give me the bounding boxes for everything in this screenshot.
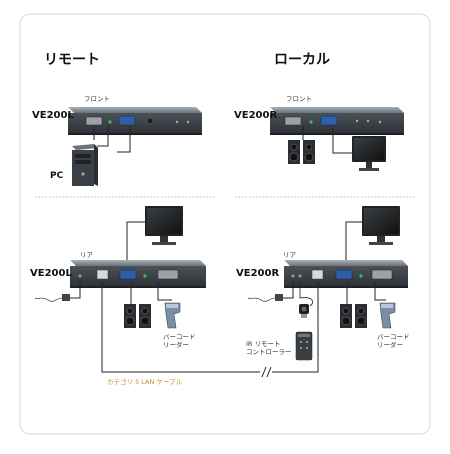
lan-cable-label: カテゴリ 5 LAN ケーブル: [107, 378, 183, 386]
monitor-icon: [362, 206, 400, 245]
cable-break-mark: [261, 366, 267, 378]
pc-label: PC: [50, 171, 64, 181]
ve200l-front-label: VE200L: [32, 110, 74, 121]
led-icon: [143, 274, 147, 278]
ve200r-rear-label: VE200R: [236, 268, 280, 279]
local-title: ローカル: [274, 52, 330, 68]
ve200l-front-unit: [68, 107, 202, 135]
barcode-reader-label: バーコード リーダー: [377, 333, 410, 349]
cable-break-mark: [266, 366, 272, 378]
rear-label: リア: [283, 251, 296, 259]
knob-icon: [146, 117, 154, 125]
vga-port-icon: [118, 115, 136, 126]
remote-control-icon: [295, 331, 313, 361]
ir-remote-label: IR リモート コントローラー: [246, 340, 292, 356]
ve200l-rear-unit: [70, 260, 206, 288]
ethernet-port-icon: [311, 269, 324, 280]
monitor-icon: [145, 206, 183, 245]
front-label: フロント: [286, 95, 312, 103]
vga-port-icon: [119, 269, 137, 280]
led-icon: [359, 274, 363, 278]
lan-cable-line: [101, 281, 260, 373]
led-icon: [309, 120, 313, 124]
monitor-icon: [352, 136, 386, 171]
vga-port-icon: [320, 115, 338, 126]
rear-label: リア: [80, 251, 93, 259]
ve200r-rear-unit: [284, 260, 408, 288]
front-label: フロント: [84, 95, 110, 103]
vga-port-icon: [85, 116, 103, 126]
pc-tower-icon: [72, 144, 98, 186]
remote-title: リモート: [44, 52, 100, 68]
serial-port-icon: [157, 269, 179, 280]
barcode-reader-icon: [164, 302, 181, 329]
ve200r-front-label: VE200R: [234, 110, 278, 121]
ethernet-port-icon: [96, 269, 109, 280]
serial-port-icon: [371, 269, 393, 280]
ir-sensor-icon: [299, 304, 309, 318]
speakers-icon: [340, 304, 367, 328]
speakers-icon: [124, 304, 151, 328]
barcode-reader-icon: [379, 302, 396, 329]
barcode-reader-label: バーコード リーダー: [163, 333, 196, 349]
speakers-icon: [288, 140, 315, 164]
ve200l-rear-label: VE200L: [30, 268, 72, 279]
led-icon: [108, 120, 112, 124]
ve200r-front-unit: [270, 107, 404, 135]
vga-port-icon: [284, 116, 302, 126]
vga-port-icon: [335, 269, 353, 280]
lan-cable-line: [272, 281, 319, 373]
